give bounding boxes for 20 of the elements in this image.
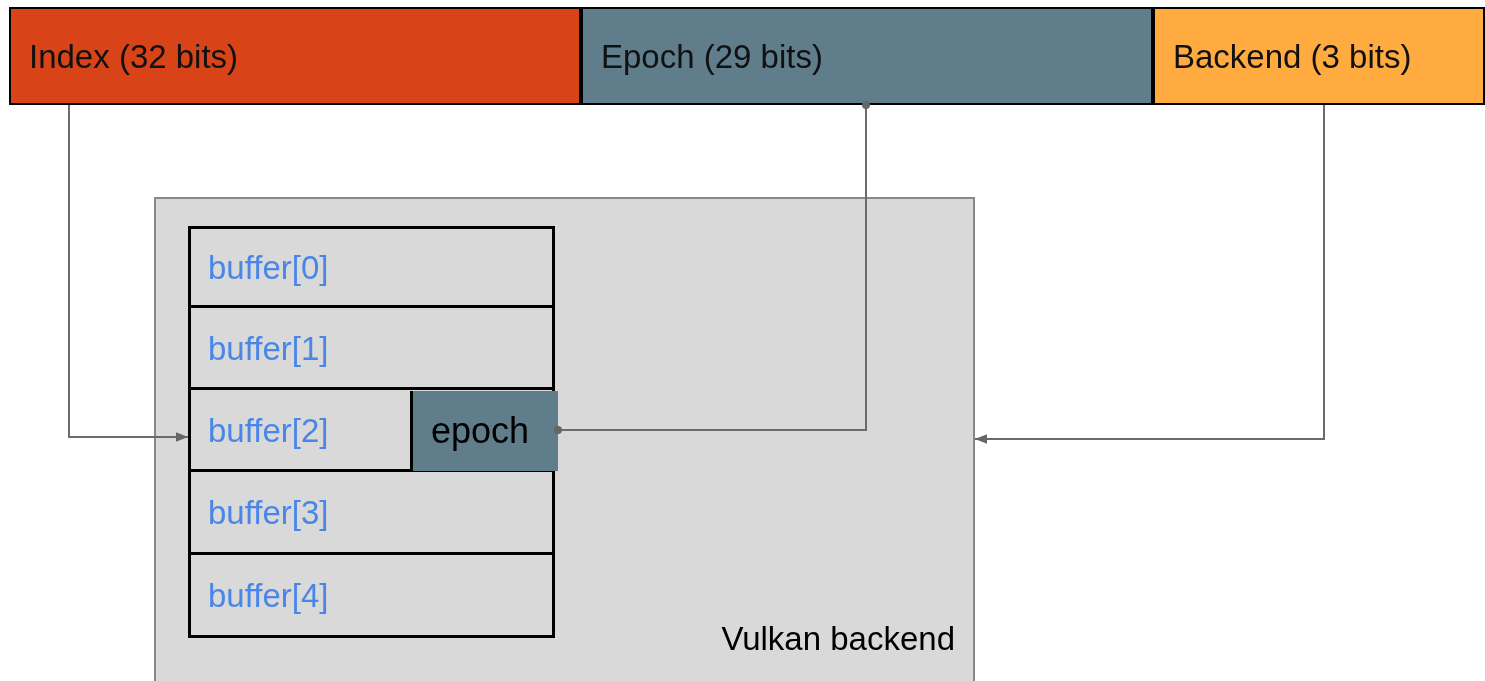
- connector-arrow: [974, 104, 1325, 444]
- buffer-row: [188, 226, 555, 308]
- bit-field-segment: [1153, 7, 1485, 105]
- bit-field-segment: [9, 7, 581, 105]
- backend-panel: [154, 197, 975, 681]
- connector-arrow: [68, 104, 189, 442]
- buffer-row: [188, 555, 555, 638]
- dot-ended-connector: [554, 101, 870, 434]
- buffer-label: buffer[3]: [208, 495, 329, 529]
- epoch-cell: [410, 391, 558, 471]
- bit-field-segment: [581, 7, 1153, 105]
- field-label: Backend (3 bits): [1173, 39, 1412, 73]
- panel-title: Vulkan backend: [721, 622, 955, 655]
- buffer-label: buffer[0]: [208, 250, 329, 284]
- epoch-label: epoch: [431, 413, 530, 449]
- buffer-row: [188, 390, 555, 472]
- field-label: Index (32 bits): [29, 39, 239, 73]
- field-label: Epoch (29 bits): [601, 39, 823, 73]
- buffer-label: buffer[4]: [208, 578, 329, 612]
- buffer-row: [188, 472, 555, 555]
